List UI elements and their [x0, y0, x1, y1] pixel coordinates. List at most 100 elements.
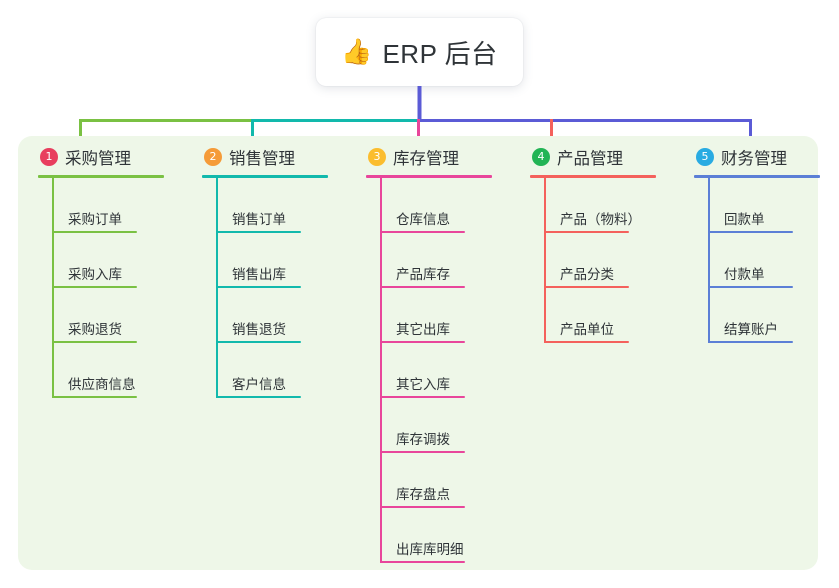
column-finance: 5 财务管理 回款单 付款单 结算账户	[674, 136, 838, 570]
list-item[interactable]: 销售订单	[182, 178, 346, 233]
list-item-rule	[52, 341, 137, 343]
list-item-rule	[216, 341, 301, 343]
list-item-label: 采购入库	[68, 267, 122, 283]
list-item-label: 仓库信息	[396, 212, 450, 228]
list-item-label: 出库库明细	[396, 542, 464, 558]
list-item[interactable]: 客户信息	[182, 343, 346, 398]
column-sales: 2 销售管理 销售订单 销售出库 销售退货 客户	[182, 136, 346, 570]
column-items-5: 回款单 付款单 结算账户	[674, 178, 838, 343]
list-item-rule	[380, 286, 465, 288]
list-item[interactable]: 产品库存	[346, 233, 510, 288]
list-item-label: 其它出库	[396, 322, 450, 338]
column-header-rule-2	[202, 175, 328, 178]
list-item[interactable]: 库存调拨	[346, 398, 510, 453]
column-badge-4: 4	[532, 148, 550, 166]
column-badge-5: 5	[696, 148, 714, 166]
column-purchasing: 1 采购管理 采购订单 采购入库 采购退货 供应	[18, 136, 182, 570]
list-item[interactable]: 供应商信息	[18, 343, 182, 398]
list-item-label: 产品（物料）	[560, 212, 641, 228]
list-item-label: 销售订单	[232, 212, 286, 228]
list-item-rule	[380, 396, 465, 398]
thumbs-up-icon: 👍	[341, 37, 373, 66]
list-item-label: 采购退货	[68, 322, 122, 338]
list-item-label: 产品库存	[396, 267, 450, 283]
column-items-1: 采购订单 采购入库 采购退货 供应商信息	[18, 178, 182, 398]
list-item-label: 库存调拨	[396, 432, 450, 448]
list-item-rule	[52, 286, 137, 288]
list-item[interactable]: 产品分类	[510, 233, 674, 288]
list-item[interactable]: 仓库信息	[346, 178, 510, 233]
list-item[interactable]: 销售退货	[182, 288, 346, 343]
list-item[interactable]: 产品单位	[510, 288, 674, 343]
list-item-rule	[708, 286, 793, 288]
list-item-label: 销售退货	[232, 322, 286, 338]
list-item-rule	[380, 451, 465, 453]
column-spine-5	[708, 178, 710, 343]
column-header-rule-1	[38, 175, 164, 178]
column-header-5[interactable]: 5 财务管理	[674, 136, 838, 178]
list-item-label: 付款单	[724, 267, 765, 283]
column-items-2: 销售订单 销售出库 销售退货 客户信息	[182, 178, 346, 398]
list-item-rule	[380, 341, 465, 343]
column-title-3: 库存管理	[393, 150, 459, 168]
column-header-rule-4	[530, 175, 656, 178]
list-item[interactable]: 出库库明细	[346, 508, 510, 563]
list-item-rule	[52, 396, 137, 398]
list-item-label: 供应商信息	[68, 377, 136, 393]
column-title-2: 销售管理	[229, 150, 295, 168]
list-item-rule	[380, 231, 465, 233]
list-item[interactable]: 其它出库	[346, 288, 510, 343]
column-spine-1	[52, 178, 54, 398]
column-header-rule-3	[366, 175, 492, 178]
list-item[interactable]: 其它入库	[346, 343, 510, 398]
list-item[interactable]: 付款单	[674, 233, 838, 288]
list-item-label: 库存盘点	[396, 487, 450, 503]
column-header-4[interactable]: 4 产品管理	[510, 136, 674, 178]
list-item-rule	[52, 231, 137, 233]
list-item[interactable]: 产品（物料）	[510, 178, 674, 233]
column-badge-2: 2	[204, 148, 222, 166]
list-item[interactable]: 结算账户	[674, 288, 838, 343]
list-item-label: 客户信息	[232, 377, 286, 393]
content-panel	[18, 136, 818, 570]
list-item-label: 结算账户	[724, 322, 778, 338]
list-item-label: 产品单位	[560, 322, 614, 338]
column-inventory: 3 库存管理 仓库信息 产品库存 其它出库 其它	[346, 136, 510, 570]
list-item-rule	[216, 396, 301, 398]
list-item-rule	[544, 231, 629, 233]
list-item-rule	[380, 506, 465, 508]
column-title-4: 产品管理	[557, 150, 623, 168]
list-item[interactable]: 采购退货	[18, 288, 182, 343]
list-item[interactable]: 库存盘点	[346, 453, 510, 508]
column-header-3[interactable]: 3 库存管理	[346, 136, 510, 178]
column-header-2[interactable]: 2 销售管理	[182, 136, 346, 178]
list-item-rule	[708, 341, 793, 343]
list-item[interactable]: 采购入库	[18, 233, 182, 288]
list-item-label: 回款单	[724, 212, 765, 228]
column-spine-4	[544, 178, 546, 343]
column-title-5: 财务管理	[721, 150, 787, 168]
root-node[interactable]: 👍 ERP 后台	[316, 18, 523, 86]
column-header-1[interactable]: 1 采购管理	[18, 136, 182, 178]
list-item-rule	[544, 341, 629, 343]
list-item-rule	[544, 286, 629, 288]
list-item-rule	[380, 561, 465, 563]
column-spine-3	[380, 178, 382, 563]
list-item[interactable]: 采购订单	[18, 178, 182, 233]
list-item-rule	[216, 231, 301, 233]
column-product: 4 产品管理 产品（物料） 产品分类 产品单位	[510, 136, 674, 570]
column-title-1: 采购管理	[65, 150, 131, 168]
list-item-label: 产品分类	[560, 267, 614, 283]
column-badge-3: 3	[368, 148, 386, 166]
column-badge-1: 1	[40, 148, 58, 166]
list-item-label: 销售出库	[232, 267, 286, 283]
list-item-label: 其它入库	[396, 377, 450, 393]
list-item[interactable]: 销售出库	[182, 233, 346, 288]
column-items-4: 产品（物料） 产品分类 产品单位	[510, 178, 674, 343]
list-item-rule	[708, 231, 793, 233]
column-items-3: 仓库信息 产品库存 其它出库 其它入库 库存调拨	[346, 178, 510, 563]
columns-container: 1 采购管理 采购订单 采购入库 采购退货 供应	[18, 136, 820, 570]
list-item[interactable]: 回款单	[674, 178, 838, 233]
root-node-label: ERP 后台	[382, 38, 498, 69]
